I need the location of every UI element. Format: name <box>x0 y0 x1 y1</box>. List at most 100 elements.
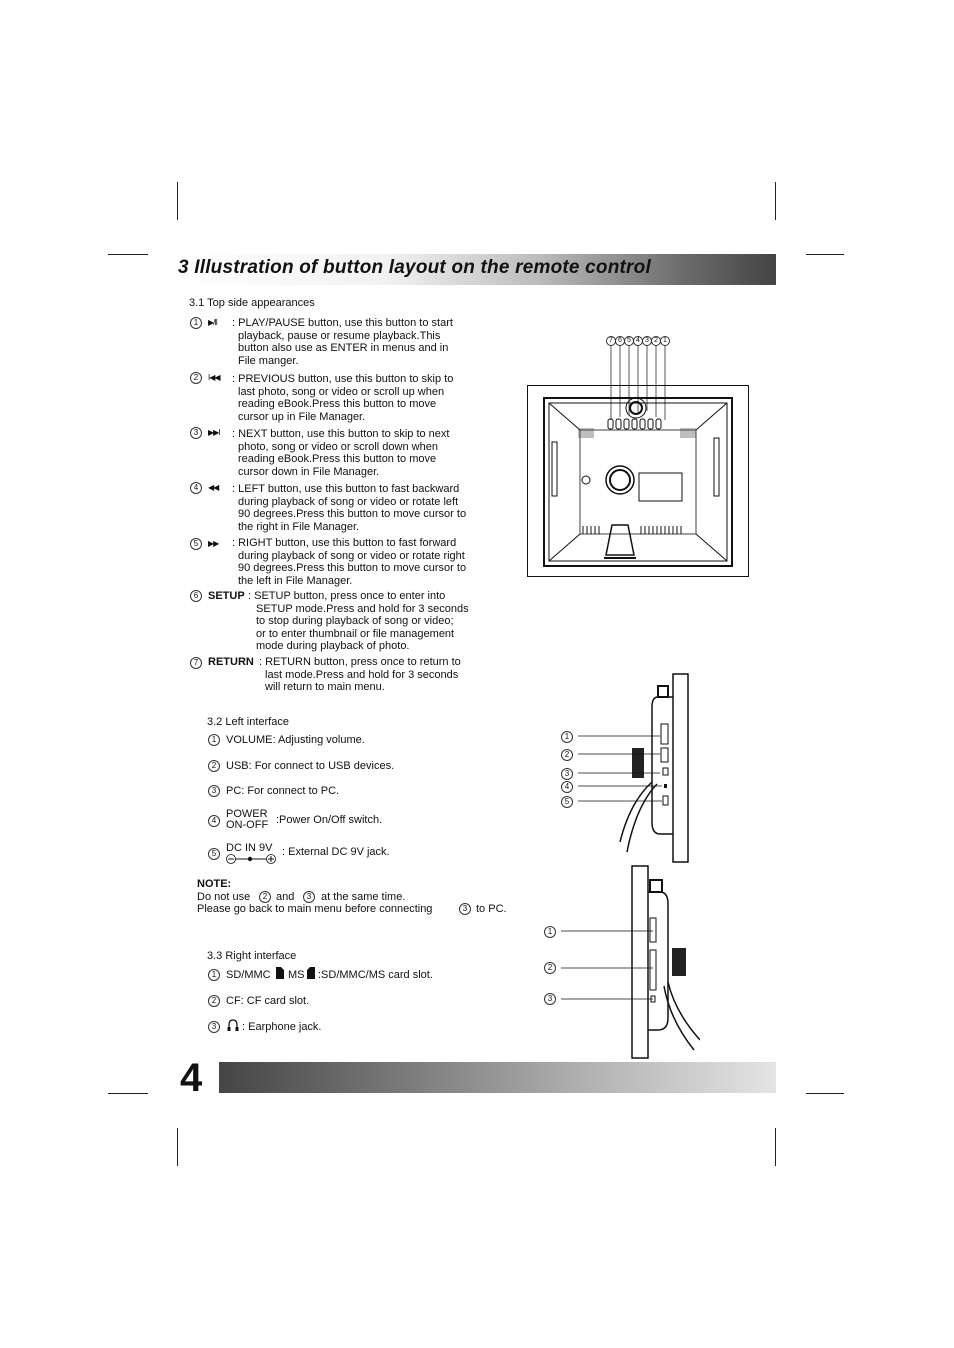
right-desc-line: 90 degrees.Press this button to move cur… <box>238 562 467 574</box>
figure-callout: 2 <box>544 962 556 974</box>
item-number: 1 <box>208 969 220 981</box>
setup-desc-line: SETUP mode.Press and hold for 3 seconds <box>256 602 469 615</box>
item-number: 3 <box>190 427 202 439</box>
power-label-top: POWER <box>226 808 268 820</box>
item-number: 5 <box>190 538 202 550</box>
crop-mark <box>806 1093 844 1094</box>
usb-desc: USB: For connect to USB devices. <box>226 760 395 772</box>
setup-desc-line: mode during playback of photo. <box>256 640 410 652</box>
earphone-desc: : Earphone jack. <box>242 1021 322 1033</box>
item-number: 1 <box>190 317 202 329</box>
ms-label: MS <box>288 969 305 981</box>
next-desc-line: cursor down in File Manager. <box>238 465 380 478</box>
power-label-bottom: ON-OFF <box>226 819 269 831</box>
right-side-figure <box>620 862 701 1062</box>
figure-callout: 3 <box>561 768 573 780</box>
return-desc-line: last mode.Press and hold for 3 seconds <box>265 668 459 681</box>
pc-desc: PC: For connect to PC. <box>226 785 340 797</box>
dc-in-label: DC IN 9V <box>226 842 273 854</box>
item-number: 4 <box>190 482 202 494</box>
previous-icon: I◀◀ <box>208 373 220 382</box>
item-number: 2 <box>208 760 220 772</box>
item-number: 3 <box>459 903 471 915</box>
note-text: Please go back to main menu before conne… <box>197 903 433 915</box>
fast-forward-icon: ▶▶ <box>208 539 219 548</box>
note-text: at the same time. <box>321 891 406 903</box>
next-icon: ▶▶I <box>208 428 220 437</box>
sd-mmc-label: SD/MMC <box>226 969 271 981</box>
item-number: 2 <box>259 891 271 903</box>
play-pause-desc-line: File manger. <box>238 354 299 367</box>
crop-mark <box>177 182 178 220</box>
previous-desc-line: cursor up in File Manager. <box>238 410 366 423</box>
item-number: 1 <box>208 734 220 746</box>
figure-callout: 3 <box>544 993 556 1005</box>
note-title: NOTE: <box>197 878 232 890</box>
play-pause-desc-line: : PLAY/PAUSE button, use this button to … <box>232 317 453 329</box>
page-title: 3 Illustration of button layout on the r… <box>178 257 651 278</box>
card-slot-desc: :SD/MMC/MS card slot. <box>318 969 433 981</box>
callout-leaders <box>578 735 662 802</box>
crop-mark <box>775 182 776 220</box>
item-number: 2 <box>190 372 202 384</box>
cf-desc: CF: CF card slot. <box>226 995 310 1007</box>
item-number: 5 <box>208 848 220 860</box>
item-number: 3 <box>303 891 315 903</box>
page-number: 4 <box>180 1056 203 1100</box>
earphone-icon <box>227 1019 239 1031</box>
previous-desc-line: last photo, song or video or scroll up w… <box>238 385 445 398</box>
crop-mark <box>108 254 148 255</box>
note-text: to PC. <box>476 903 507 915</box>
left-side-figure <box>560 672 690 867</box>
next-desc-line: : NEXT button, use this button to skip t… <box>232 428 450 440</box>
crop-mark <box>775 1128 776 1166</box>
dc-polarity-icon <box>226 854 276 864</box>
setup-desc-line: : SETUP button, press once to enter into <box>248 590 446 602</box>
left-desc-line: the right in File Manager. <box>238 520 360 533</box>
figure-callout: 1 <box>561 731 573 743</box>
setup-desc-line: or to enter thumbnail or file management <box>256 627 455 640</box>
figure-callout: 4 <box>561 781 573 793</box>
crop-mark <box>108 1093 148 1094</box>
previous-desc-line: : PREVIOUS button, use this button to sk… <box>232 373 454 385</box>
return-desc-line: will return to main menu. <box>265 681 385 693</box>
play-pause-icon: ▶/II <box>208 318 218 327</box>
next-desc-line: photo, song or video or scroll down when <box>238 440 438 453</box>
left-desc-line: during playback of song or video or rota… <box>238 495 459 508</box>
item-number: 2 <box>208 995 220 1007</box>
figure-callout: 5 <box>561 796 573 808</box>
item-number: 4 <box>208 815 220 827</box>
callout-leaders <box>610 345 666 420</box>
section-heading-left-interface: 3.2 Left interface <box>207 716 289 728</box>
right-desc-line: during playback of song or video or rota… <box>238 549 465 562</box>
figure-callout: 1 <box>544 926 556 938</box>
left-desc-line: 90 degrees.Press this button to move cur… <box>238 508 467 520</box>
return-label: RETURN <box>208 656 254 668</box>
play-pause-desc-line: playback, pause or resume playback.This <box>238 329 441 342</box>
volume-desc: VOLUME: Adjusting volume. <box>226 734 365 746</box>
item-number: 7 <box>190 657 202 669</box>
note-text: and <box>276 891 295 903</box>
setup-label: SETUP <box>208 590 245 602</box>
rewind-icon: ◀◀ <box>208 483 219 492</box>
right-desc-line: the left in File Manager. <box>238 574 353 587</box>
crop-mark <box>177 1128 178 1166</box>
dc-desc: : External DC 9V jack. <box>282 846 390 858</box>
crop-mark <box>806 254 844 255</box>
item-number: 6 <box>190 590 202 602</box>
item-number: 3 <box>208 1021 220 1033</box>
sd-card-icon <box>276 967 284 979</box>
note-text: Do not use <box>197 891 251 903</box>
section-heading-top-side: 3.1 Top side appearances <box>189 297 315 309</box>
callout-leaders <box>561 930 653 1000</box>
section-heading-right-interface: 3.3 Right interface <box>207 950 297 962</box>
footer-bar <box>219 1062 776 1093</box>
return-desc-line: : RETURN button, press once to return to <box>259 656 461 668</box>
power-desc: :Power On/Off switch. <box>276 814 383 826</box>
play-pause-desc-line: button also use as ENTER in menus and in <box>238 342 449 354</box>
next-desc-line: reading eBook.Press this button to move <box>238 453 437 465</box>
item-number: 3 <box>208 785 220 797</box>
previous-desc-line: reading eBook.Press this button to move <box>238 398 437 410</box>
left-desc-line: : LEFT button, use this button to fast b… <box>232 483 460 495</box>
right-desc-line: : RIGHT button, use this button to fast … <box>232 537 457 549</box>
